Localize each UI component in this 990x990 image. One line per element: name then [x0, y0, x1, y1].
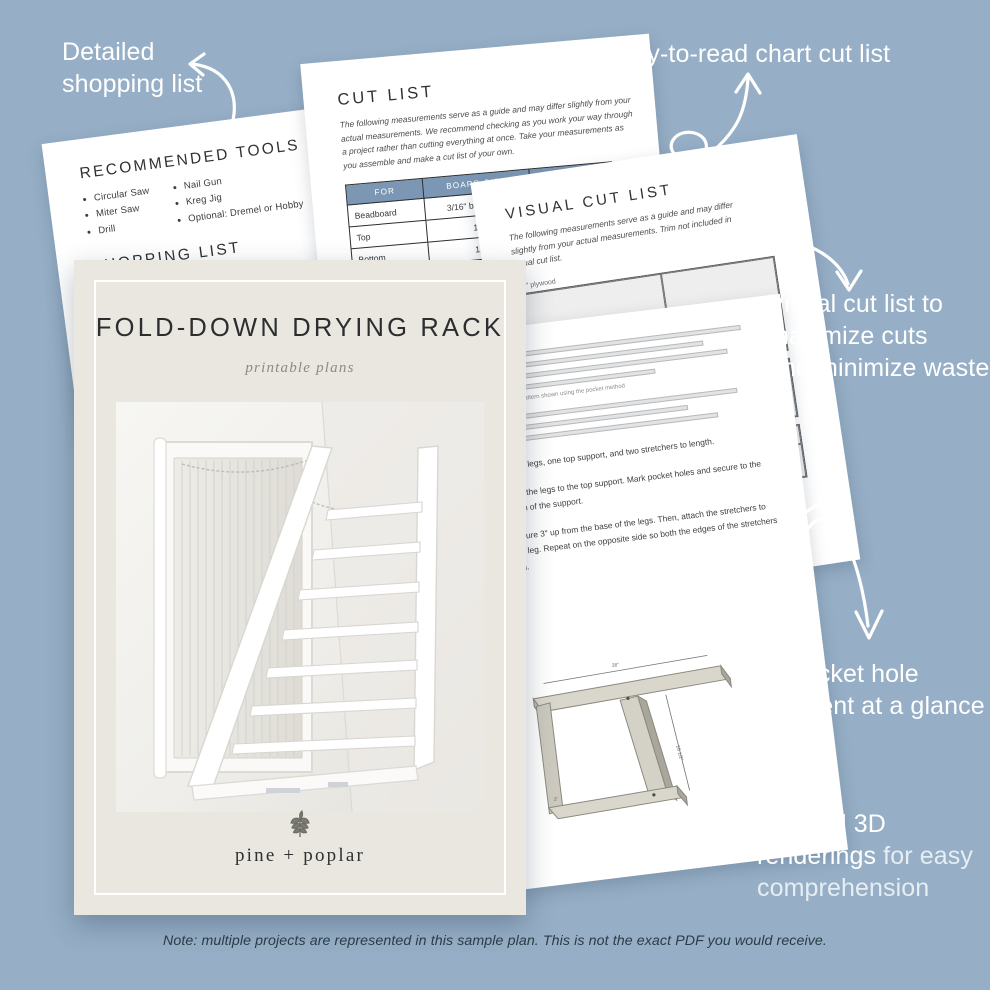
dimension-label: 38"	[612, 662, 620, 669]
product-photo	[116, 402, 484, 812]
dimension-label: 3"	[553, 797, 558, 804]
annotation-visual-cut-list: Visual cut list to maximize cuts and min…	[768, 290, 990, 382]
drying-rack-illustration	[116, 402, 484, 812]
disclaimer-note: Note: multiple projects are represented …	[163, 933, 827, 949]
tools-list-col-2: Nail Gun Kreg Jig Optional: Dremel or Ho…	[172, 164, 305, 229]
pine-sprig-icon	[290, 810, 310, 837]
annotation-shopping-list: Detailed shopping list	[62, 38, 203, 98]
cover-card: FOLD-DOWN DRYING RACK printable plans	[74, 260, 526, 915]
annotation-pocket-hole: See pocket hole placement at a glance	[738, 660, 985, 720]
dimension-label: 28 1/2"	[674, 745, 684, 762]
sheet-instructions: pocket hole pattern shown using the pock…	[452, 293, 849, 890]
page-title: FOLD-DOWN DRYING RACK	[95, 314, 505, 342]
tools-list-col-1: Circular Saw Miter Saw Drill	[82, 184, 154, 241]
annotation-chart-cut-list: Easy-to-read chart cut list	[604, 40, 891, 68]
page-subtitle: printable plans	[245, 360, 355, 376]
brand-wordmark: pine + poplar	[234, 845, 366, 866]
annotation-3d-strong: Labeled 3D renderings	[757, 810, 886, 870]
annotation-3d-light: for easy comprehension	[757, 842, 973, 902]
cover-frame-border	[94, 280, 506, 895]
brand-logo: pine + poplar	[74, 807, 526, 867]
labeled-3d-rendering: 38" 28 1/2" 3"	[532, 654, 733, 820]
annotation-3d-renderings: Labeled 3D renderings for easy comprehen…	[757, 808, 973, 904]
